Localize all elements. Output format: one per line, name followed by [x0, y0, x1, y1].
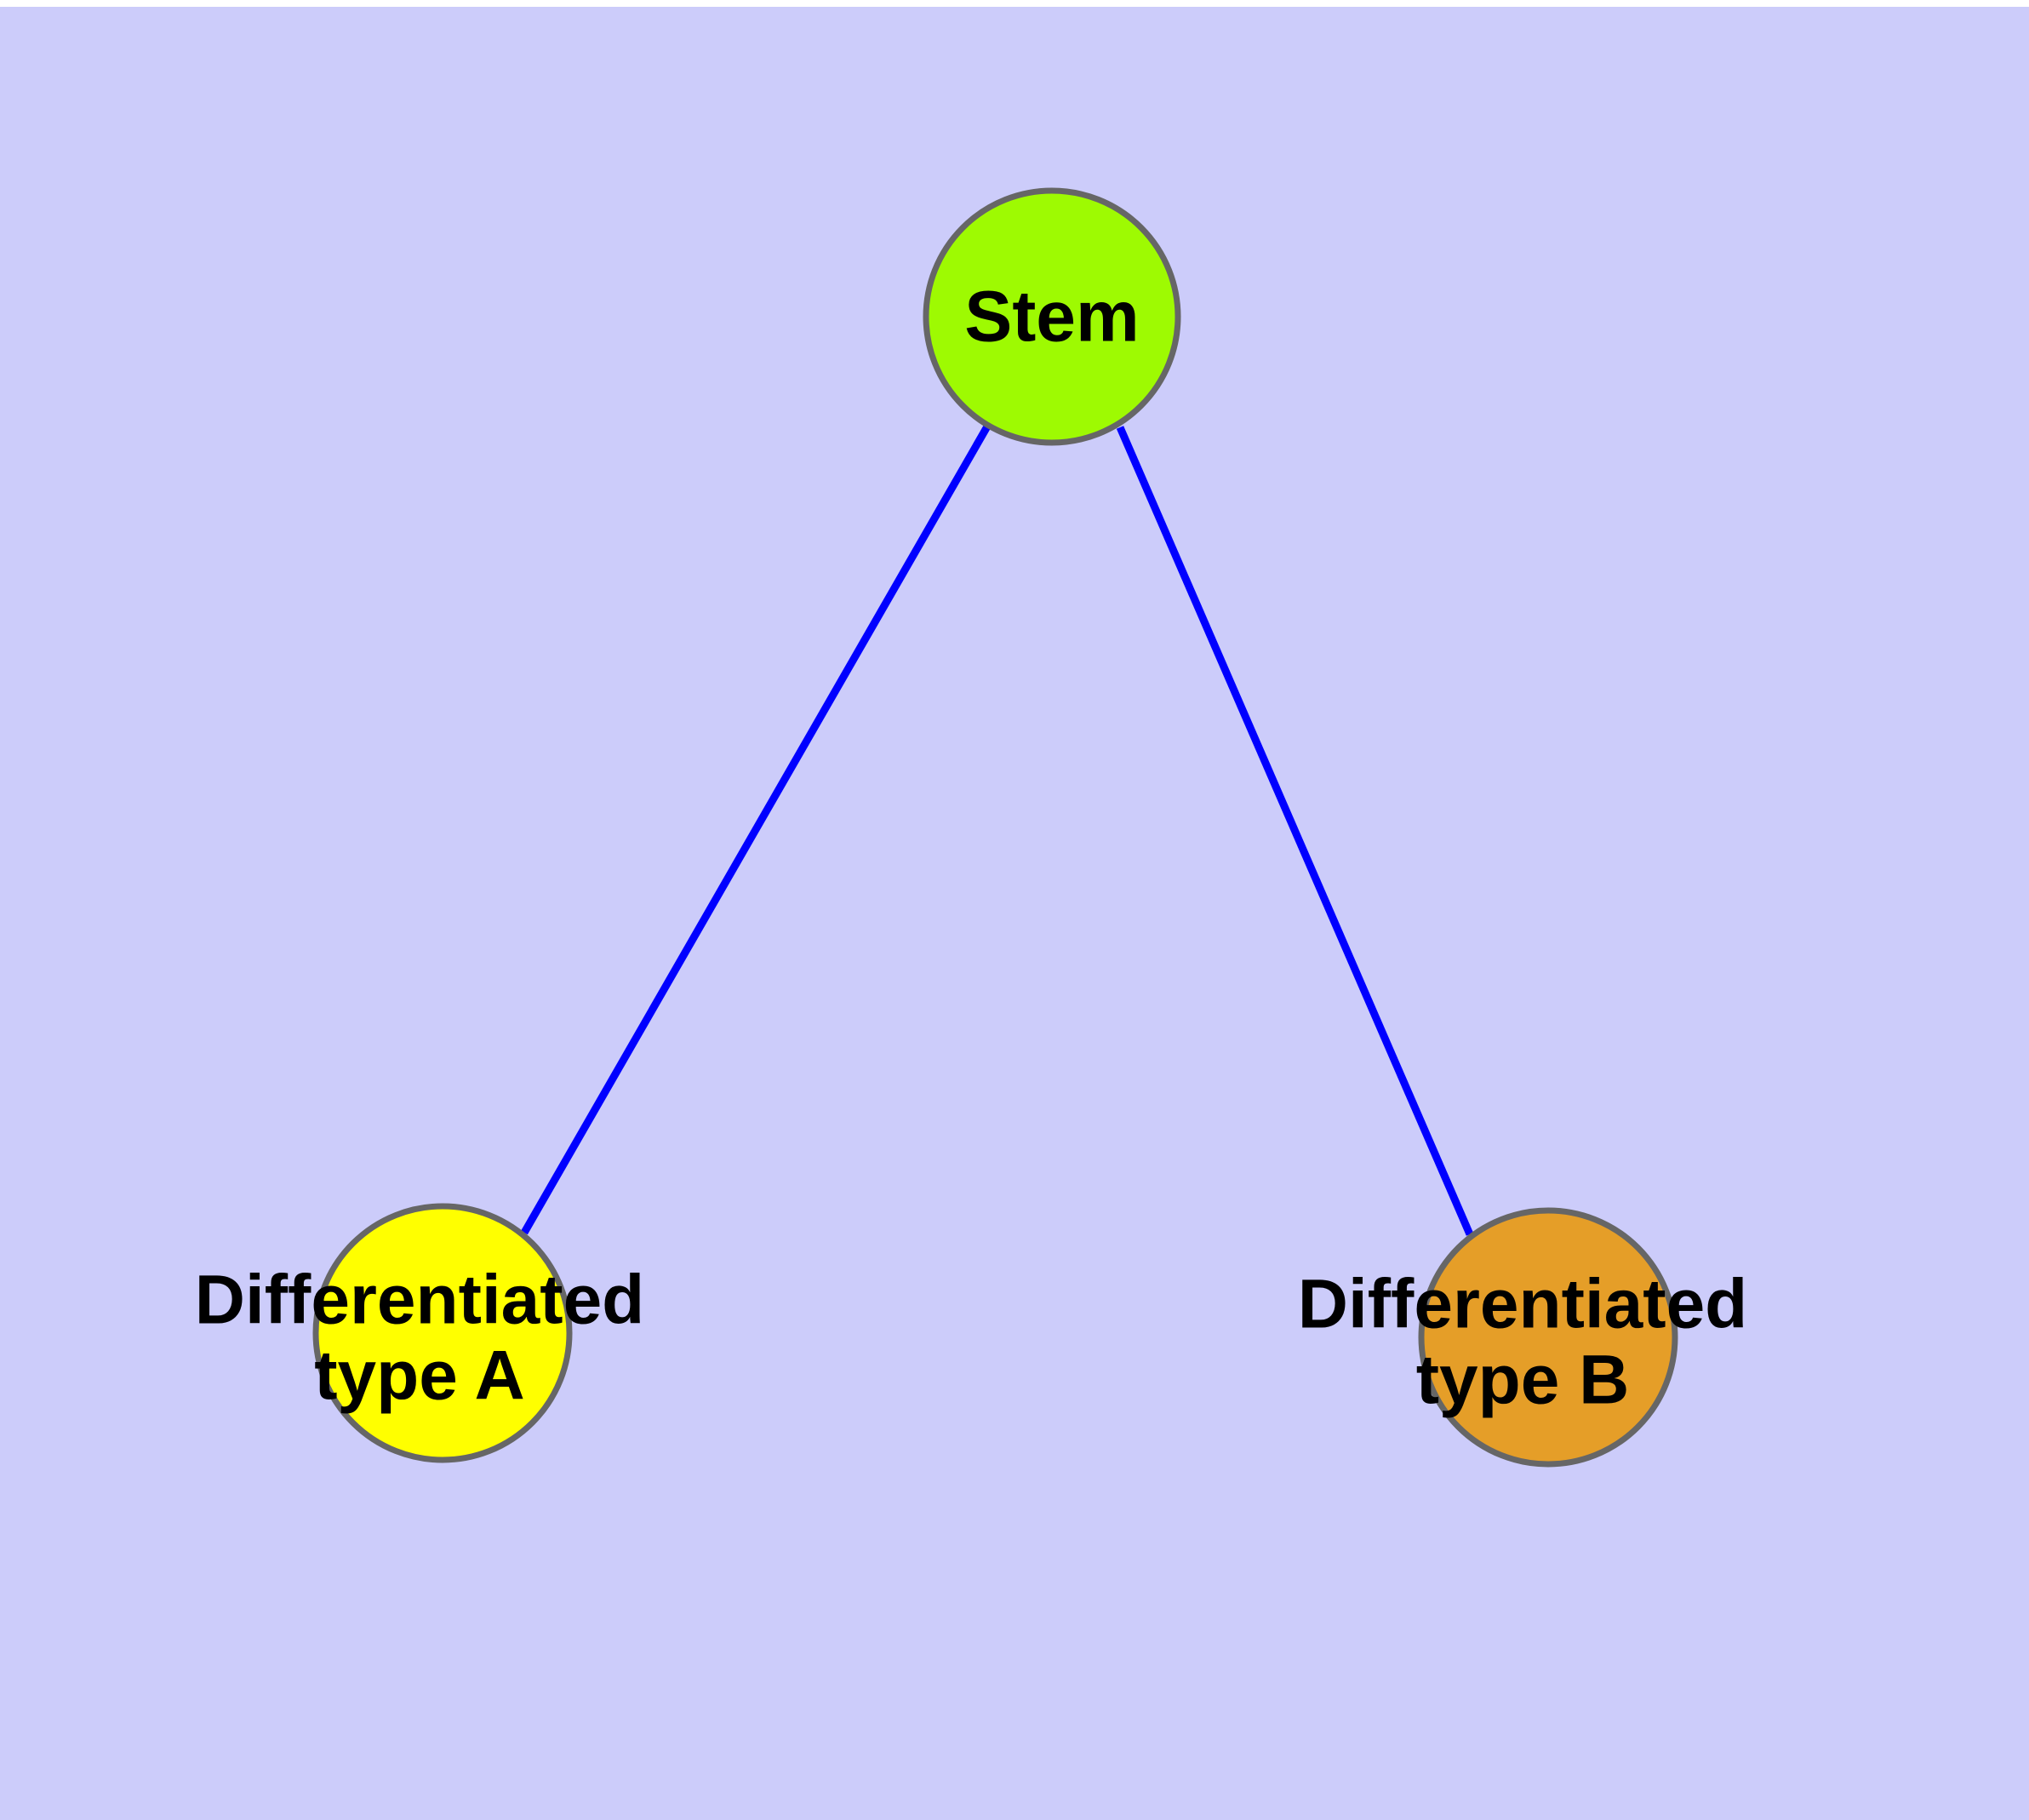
edge-stem-to-differentiated-type-a[interactable]	[521, 424, 991, 1235]
edge-stem-to-differentiated-type-b[interactable]	[1116, 426, 1474, 1236]
node-layer	[312, 187, 1678, 1468]
edge-layer	[521, 424, 1474, 1236]
node-differentiated-type-a[interactable]	[312, 1203, 573, 1463]
node-differentiated-type-b[interactable]	[1418, 1207, 1678, 1468]
node-stem[interactable]	[923, 187, 1181, 446]
